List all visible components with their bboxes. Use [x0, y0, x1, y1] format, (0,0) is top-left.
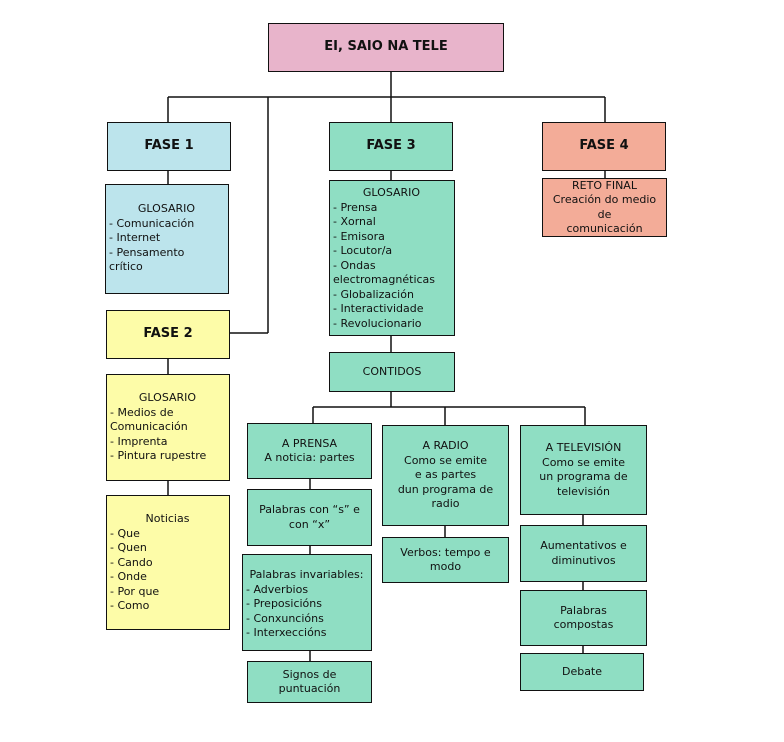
radio-box: A RADIO Como se emite e as partes dun pr… — [382, 425, 509, 526]
noticias-item: - Quen — [110, 541, 147, 554]
radio-line: e as partes — [414, 468, 477, 482]
fase-3-box: FASE 3 — [329, 122, 453, 171]
palabras-invariables-box: Palabras invariables: - Adverbios - Prep… — [242, 554, 372, 651]
glosario-item: - Xornal — [333, 215, 376, 228]
palabras-sx-line: Palabras con “s” e — [259, 503, 360, 516]
invariables-item: - Conxuncións — [246, 611, 324, 625]
fase-1-box: FASE 1 — [107, 122, 231, 171]
palabras-sx-box: Palabras con “s” e con “x” — [247, 489, 372, 546]
noticias-item: - Como — [110, 599, 150, 612]
verbos-box: Verbos: tempo e modo — [382, 537, 509, 583]
glosario-item: - Pensamento — [109, 245, 185, 259]
noticias-item: - Por que — [110, 584, 160, 598]
prensa-line: A PRENSA — [281, 436, 338, 450]
glosario-item: - Locutor/a — [333, 244, 393, 257]
glosario-item: - Emisora — [333, 229, 385, 243]
signos-box: Signos de puntuación — [247, 661, 372, 703]
fase-2-box: FASE 2 — [106, 310, 230, 359]
fase-2-noticias: Noticias - Que - Quen - Cando - Onde - P… — [106, 495, 230, 630]
aumentativos-line: diminutivos — [551, 553, 616, 567]
main-title-box: EI, SAIO NA TELE — [268, 23, 504, 72]
glosario-item: - Globalización — [333, 287, 414, 301]
glosario-heading: GLOSARIO — [362, 186, 421, 199]
invariables-item: - Preposicións — [246, 597, 322, 610]
fase-2-glosario: GLOSARIO - Medios de Comunicación - Impr… — [106, 374, 230, 481]
television-box: A TELEVISIÓN Como se emite un programa d… — [520, 425, 647, 515]
contidos-box: CONTIDOS — [329, 352, 455, 392]
glosario-item: crítico — [109, 260, 143, 273]
radio-line: A RADIO — [422, 439, 469, 453]
fase-2-label: FASE 2 — [143, 326, 193, 342]
glosario-item: - Revolucionario — [333, 316, 422, 330]
signos-line: puntuación — [278, 682, 341, 695]
television-line: un programa de — [539, 470, 628, 483]
fase-4-label: FASE 4 — [579, 138, 629, 154]
noticias-item: - Que — [110, 526, 140, 540]
aumentativos-line: Aumentativos e — [540, 539, 627, 552]
prensa-box: A PRENSA A noticia: partes — [247, 423, 372, 479]
glosario-item: - Comunicación — [109, 216, 195, 230]
glosario-item: - Ondas — [333, 258, 376, 272]
glosario-item: - Pintura rupestre — [110, 449, 207, 462]
television-line: televisión — [557, 484, 610, 498]
compostas-line: Palabras — [560, 603, 607, 617]
noticias-item: - Cando — [110, 555, 153, 569]
debate-label: Debate — [561, 664, 603, 678]
invariables-heading: Palabras invariables: — [249, 568, 364, 581]
glosario-item: - Interactividade — [333, 302, 424, 315]
reto-line: RETO FINAL — [572, 178, 637, 192]
radio-line: Como se emite — [404, 453, 487, 467]
aumentativos-box: Aumentativos e diminutivos — [520, 525, 647, 582]
noticias-heading: Noticias — [145, 512, 190, 525]
fase-4-box: FASE 4 — [542, 122, 666, 171]
palabras-sx-line: con “x” — [288, 517, 331, 531]
glosario-heading: GLOSARIO — [138, 391, 197, 404]
television-line: A TELEVISIÓN — [545, 441, 622, 454]
prensa-line: A noticia: partes — [264, 451, 355, 464]
reto-final-box: RETO FINAL Creación do medio de comunica… — [542, 178, 667, 237]
fase-1-glosario: GLOSARIO - Comunicación - Internet - Pen… — [105, 184, 229, 294]
glosario-item: electromagnéticas — [333, 273, 436, 286]
glosario-item: - Internet — [109, 231, 161, 244]
glosario-item: - Prensa — [333, 200, 378, 214]
radio-line: dun programa de — [397, 482, 494, 496]
radio-line: radio — [431, 497, 460, 511]
noticias-item: - Onde — [110, 570, 147, 583]
glosario-item: - Imprenta — [110, 434, 168, 448]
reto-line: comunicación — [566, 222, 643, 235]
glosario-item: - Medios de — [110, 405, 174, 419]
glosario-item: Comunicación — [110, 420, 188, 433]
verbos-line: Verbos: tempo e — [400, 545, 491, 559]
compostas-box: Palabras compostas — [520, 590, 647, 646]
contidos-label: CONTIDOS — [362, 364, 422, 378]
fase-1-label: FASE 1 — [144, 138, 194, 154]
reto-line: Creación do medio de — [552, 193, 657, 221]
invariables-item: - Adverbios — [246, 582, 309, 596]
fase-3-label: FASE 3 — [366, 138, 416, 154]
debate-box: Debate — [520, 653, 644, 691]
television-line: Como se emite — [542, 455, 625, 469]
verbos-line: modo — [429, 560, 462, 573]
invariables-item: - Interxeccións — [246, 626, 327, 639]
main-title: EI, SAIO NA TELE — [324, 39, 448, 55]
compostas-line: compostas — [553, 618, 614, 631]
fase-3-glosario: GLOSARIO - Prensa - Xornal - Emisora - L… — [329, 180, 455, 336]
signos-line: Signos de — [282, 667, 337, 681]
glosario-heading: GLOSARIO — [137, 202, 196, 215]
